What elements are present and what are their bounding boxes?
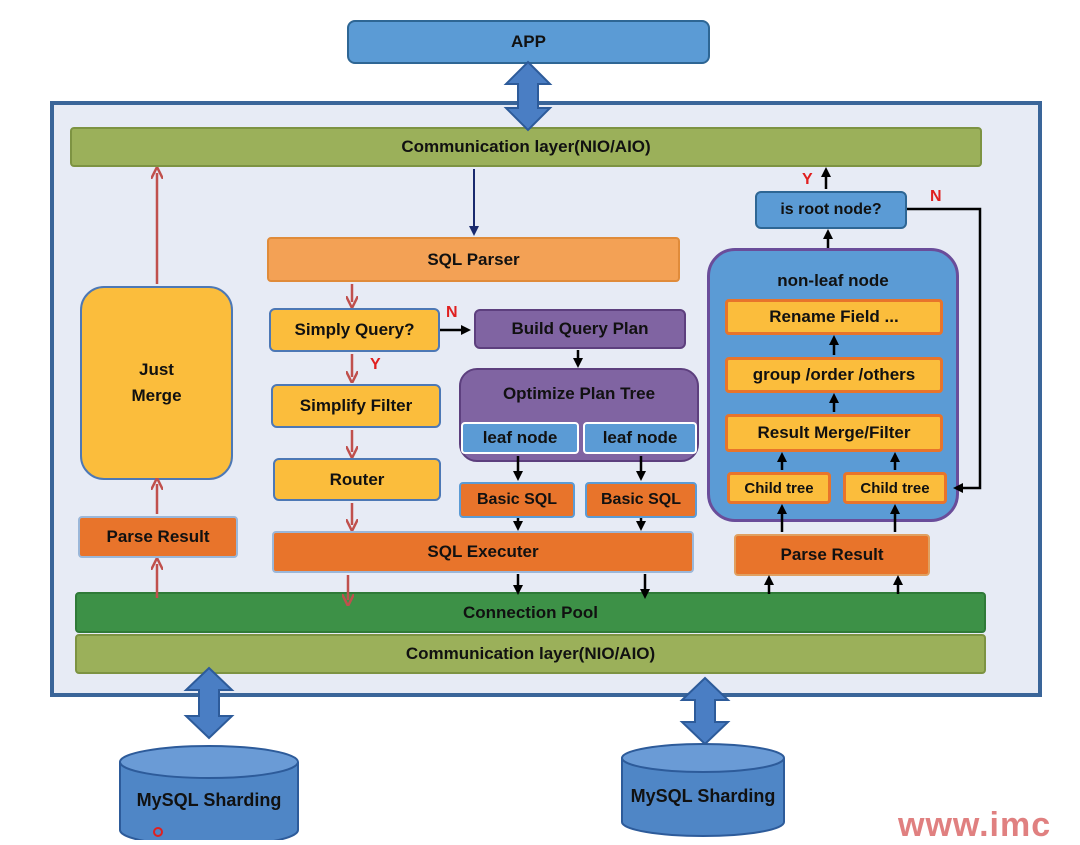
right-parse-result: Parse Result <box>734 534 930 576</box>
optimize-plan-tree-label: Optimize Plan Tree <box>502 384 656 403</box>
simply-query-box: Simply Query? <box>269 308 440 352</box>
mysql-sharding-cylinder-1 <box>119 745 299 840</box>
basic-sql-1: Basic SQL <box>459 482 575 518</box>
cursor-marker <box>153 827 163 837</box>
group-order-box: group /order /others <box>725 357 943 393</box>
n-label-simply-query: N <box>446 304 458 321</box>
is-root-node-box: is root node? <box>755 191 907 229</box>
router-box: Router <box>273 458 441 501</box>
left-parse-result: Parse Result <box>78 516 238 558</box>
y-label-root: Y <box>802 171 813 188</box>
mysql-sharding-label-1: MySQL Sharding <box>136 790 282 810</box>
communication-layer-bottom: Communication layer(NIO/AIO) <box>75 634 986 674</box>
basic-sql-2: Basic SQL <box>585 482 697 518</box>
non-leaf-node-label: non-leaf node <box>777 271 889 290</box>
n-label-root: N <box>930 188 942 205</box>
simplify-filter-box: Simplify Filter <box>271 384 441 428</box>
result-merge-filter-box: Result Merge/Filter <box>725 414 943 452</box>
db2-double-arrow <box>679 676 731 746</box>
app-box: APP <box>347 20 710 64</box>
y-label-simply-query: Y <box>370 356 381 373</box>
child-tree-1: Child tree <box>727 472 831 504</box>
sql-executer-box: SQL Executer <box>272 531 694 573</box>
mysql-sharding-label-2: MySQL Sharding <box>630 786 776 806</box>
root-no-loop-arrow <box>907 207 982 493</box>
child-tree-2: Child tree <box>843 472 947 504</box>
sql-parser-box: SQL Parser <box>267 237 680 282</box>
connection-pool-bar: Connection Pool <box>75 592 986 633</box>
rename-field-box: Rename Field ... <box>725 299 943 335</box>
app-double-arrow <box>503 60 553 132</box>
build-query-plan-box: Build Query Plan <box>474 309 686 349</box>
mysql-sharding-cylinder-2 <box>621 743 785 837</box>
watermark-text: www.imc <box>898 806 1052 844</box>
leaf-node-1: leaf node <box>461 422 579 454</box>
leaf-node-2: leaf node <box>583 422 697 454</box>
db1-double-arrow <box>183 666 235 740</box>
